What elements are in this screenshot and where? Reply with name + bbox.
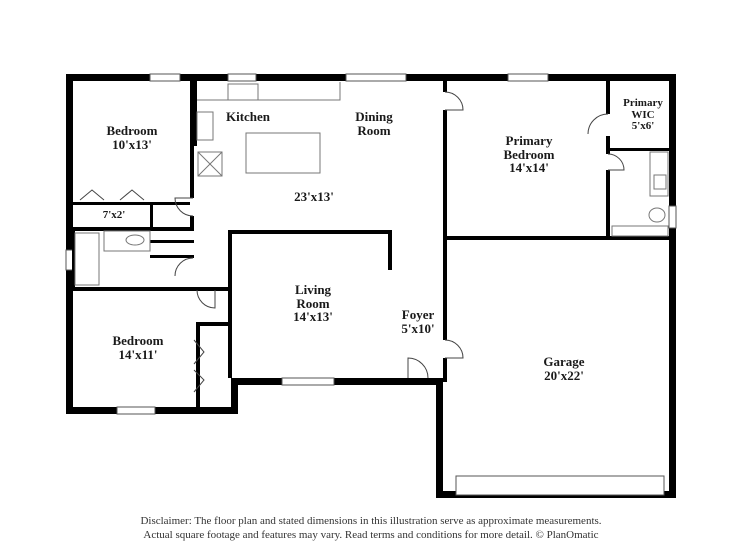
- room-name-line2: Room: [296, 295, 330, 311]
- wall-left: [66, 74, 73, 414]
- window: [149, 73, 181, 82]
- door-swing: [587, 113, 609, 135]
- door-swing: [174, 197, 194, 217]
- room-name: Bedroom: [112, 333, 164, 348]
- room-size: 5'x10': [401, 320, 435, 336]
- room-name-line1: Primary: [505, 133, 553, 148]
- primary-vanity: [649, 151, 669, 197]
- disclaimer-line2: Actual square footage and features may v…: [143, 529, 599, 542]
- room-size: 5'x6': [631, 120, 655, 133]
- room-label-primary-wic: Primary WIC 5'x6': [616, 97, 670, 133]
- door-swing: [444, 91, 464, 111]
- closet-door: [79, 189, 145, 201]
- doors: [79, 91, 625, 393]
- kitchen-sink: [227, 83, 259, 101]
- room-size: 10'x13': [112, 136, 152, 152]
- room-label-dining: Dining Room: [340, 110, 408, 137]
- interior-walls: [72, 80, 670, 414]
- door-swing: [607, 153, 625, 171]
- kitchen-counter: [197, 82, 341, 101]
- window: [65, 249, 74, 271]
- room-name: Bedroom: [106, 123, 158, 138]
- room-name-line2: WIC: [631, 108, 655, 121]
- bathtub: [74, 232, 100, 286]
- window: [227, 73, 257, 82]
- room-name: Foyer: [401, 307, 435, 322]
- room-size: 23'x13': [294, 189, 334, 204]
- toilet: [648, 207, 666, 223]
- disclaimer: Disclaimer: The floor plan and stated di…: [0, 514, 742, 543]
- room-name-line1: Dining: [355, 109, 393, 124]
- window: [507, 73, 549, 82]
- room-label-primary-bedroom: Primary Bedroom 14'x14': [488, 134, 570, 175]
- closet-door: [193, 339, 205, 393]
- sink: [125, 234, 145, 246]
- door-swing: [196, 289, 216, 309]
- door-swing: [444, 339, 464, 359]
- room-label-foyer: Foyer 5'x10': [392, 308, 444, 335]
- door-swing: [407, 357, 429, 379]
- stove: [196, 111, 214, 141]
- wall-bottom-step: [231, 378, 238, 414]
- room-label-living: Living Room 14'x13': [280, 283, 346, 324]
- room-label-kitchen: Kitchen: [218, 110, 278, 124]
- vanity: [103, 230, 151, 252]
- wall-bottom-mid: [231, 378, 441, 385]
- room-name-line2: Room: [357, 122, 391, 138]
- primary-sink: [653, 174, 667, 190]
- room-name: Garage: [543, 354, 585, 369]
- room-name: Kitchen: [225, 109, 271, 124]
- room-name-line1: Primary: [623, 97, 663, 109]
- shower: [611, 225, 669, 237]
- room-label-bedroom-sw: Bedroom 14'x11': [98, 334, 178, 361]
- refrigerator: [197, 151, 223, 177]
- wall-right: [669, 74, 676, 498]
- window: [116, 406, 156, 415]
- fixtures: [74, 82, 669, 286]
- wall-garage-left: [436, 378, 443, 498]
- room-label-closet-nw: 7'x2': [96, 209, 132, 222]
- windows: [65, 73, 677, 496]
- window: [281, 377, 335, 386]
- room-size: 14'x11': [118, 346, 158, 362]
- kitchen-island: [245, 132, 321, 174]
- room-label-bedroom-nw: Bedroom 10'x13': [92, 124, 172, 151]
- room-size: 7'x2': [102, 209, 126, 221]
- room-size: 14'x14': [509, 160, 549, 176]
- door-swing: [174, 257, 194, 277]
- window: [345, 73, 407, 82]
- room-name-line1: Living: [294, 282, 332, 297]
- room-label-kitchen-dining-size: 23'x13': [284, 190, 344, 204]
- room-label-garage: Garage 20'x22': [524, 355, 604, 382]
- garage-door: [455, 475, 665, 496]
- window: [668, 205, 677, 229]
- room-size: 20'x22': [544, 367, 584, 383]
- room-size: 14'x13': [293, 309, 333, 325]
- disclaimer-line1: Disclaimer: The floor plan and stated di…: [140, 515, 602, 527]
- room-name-line2: Bedroom: [503, 146, 555, 162]
